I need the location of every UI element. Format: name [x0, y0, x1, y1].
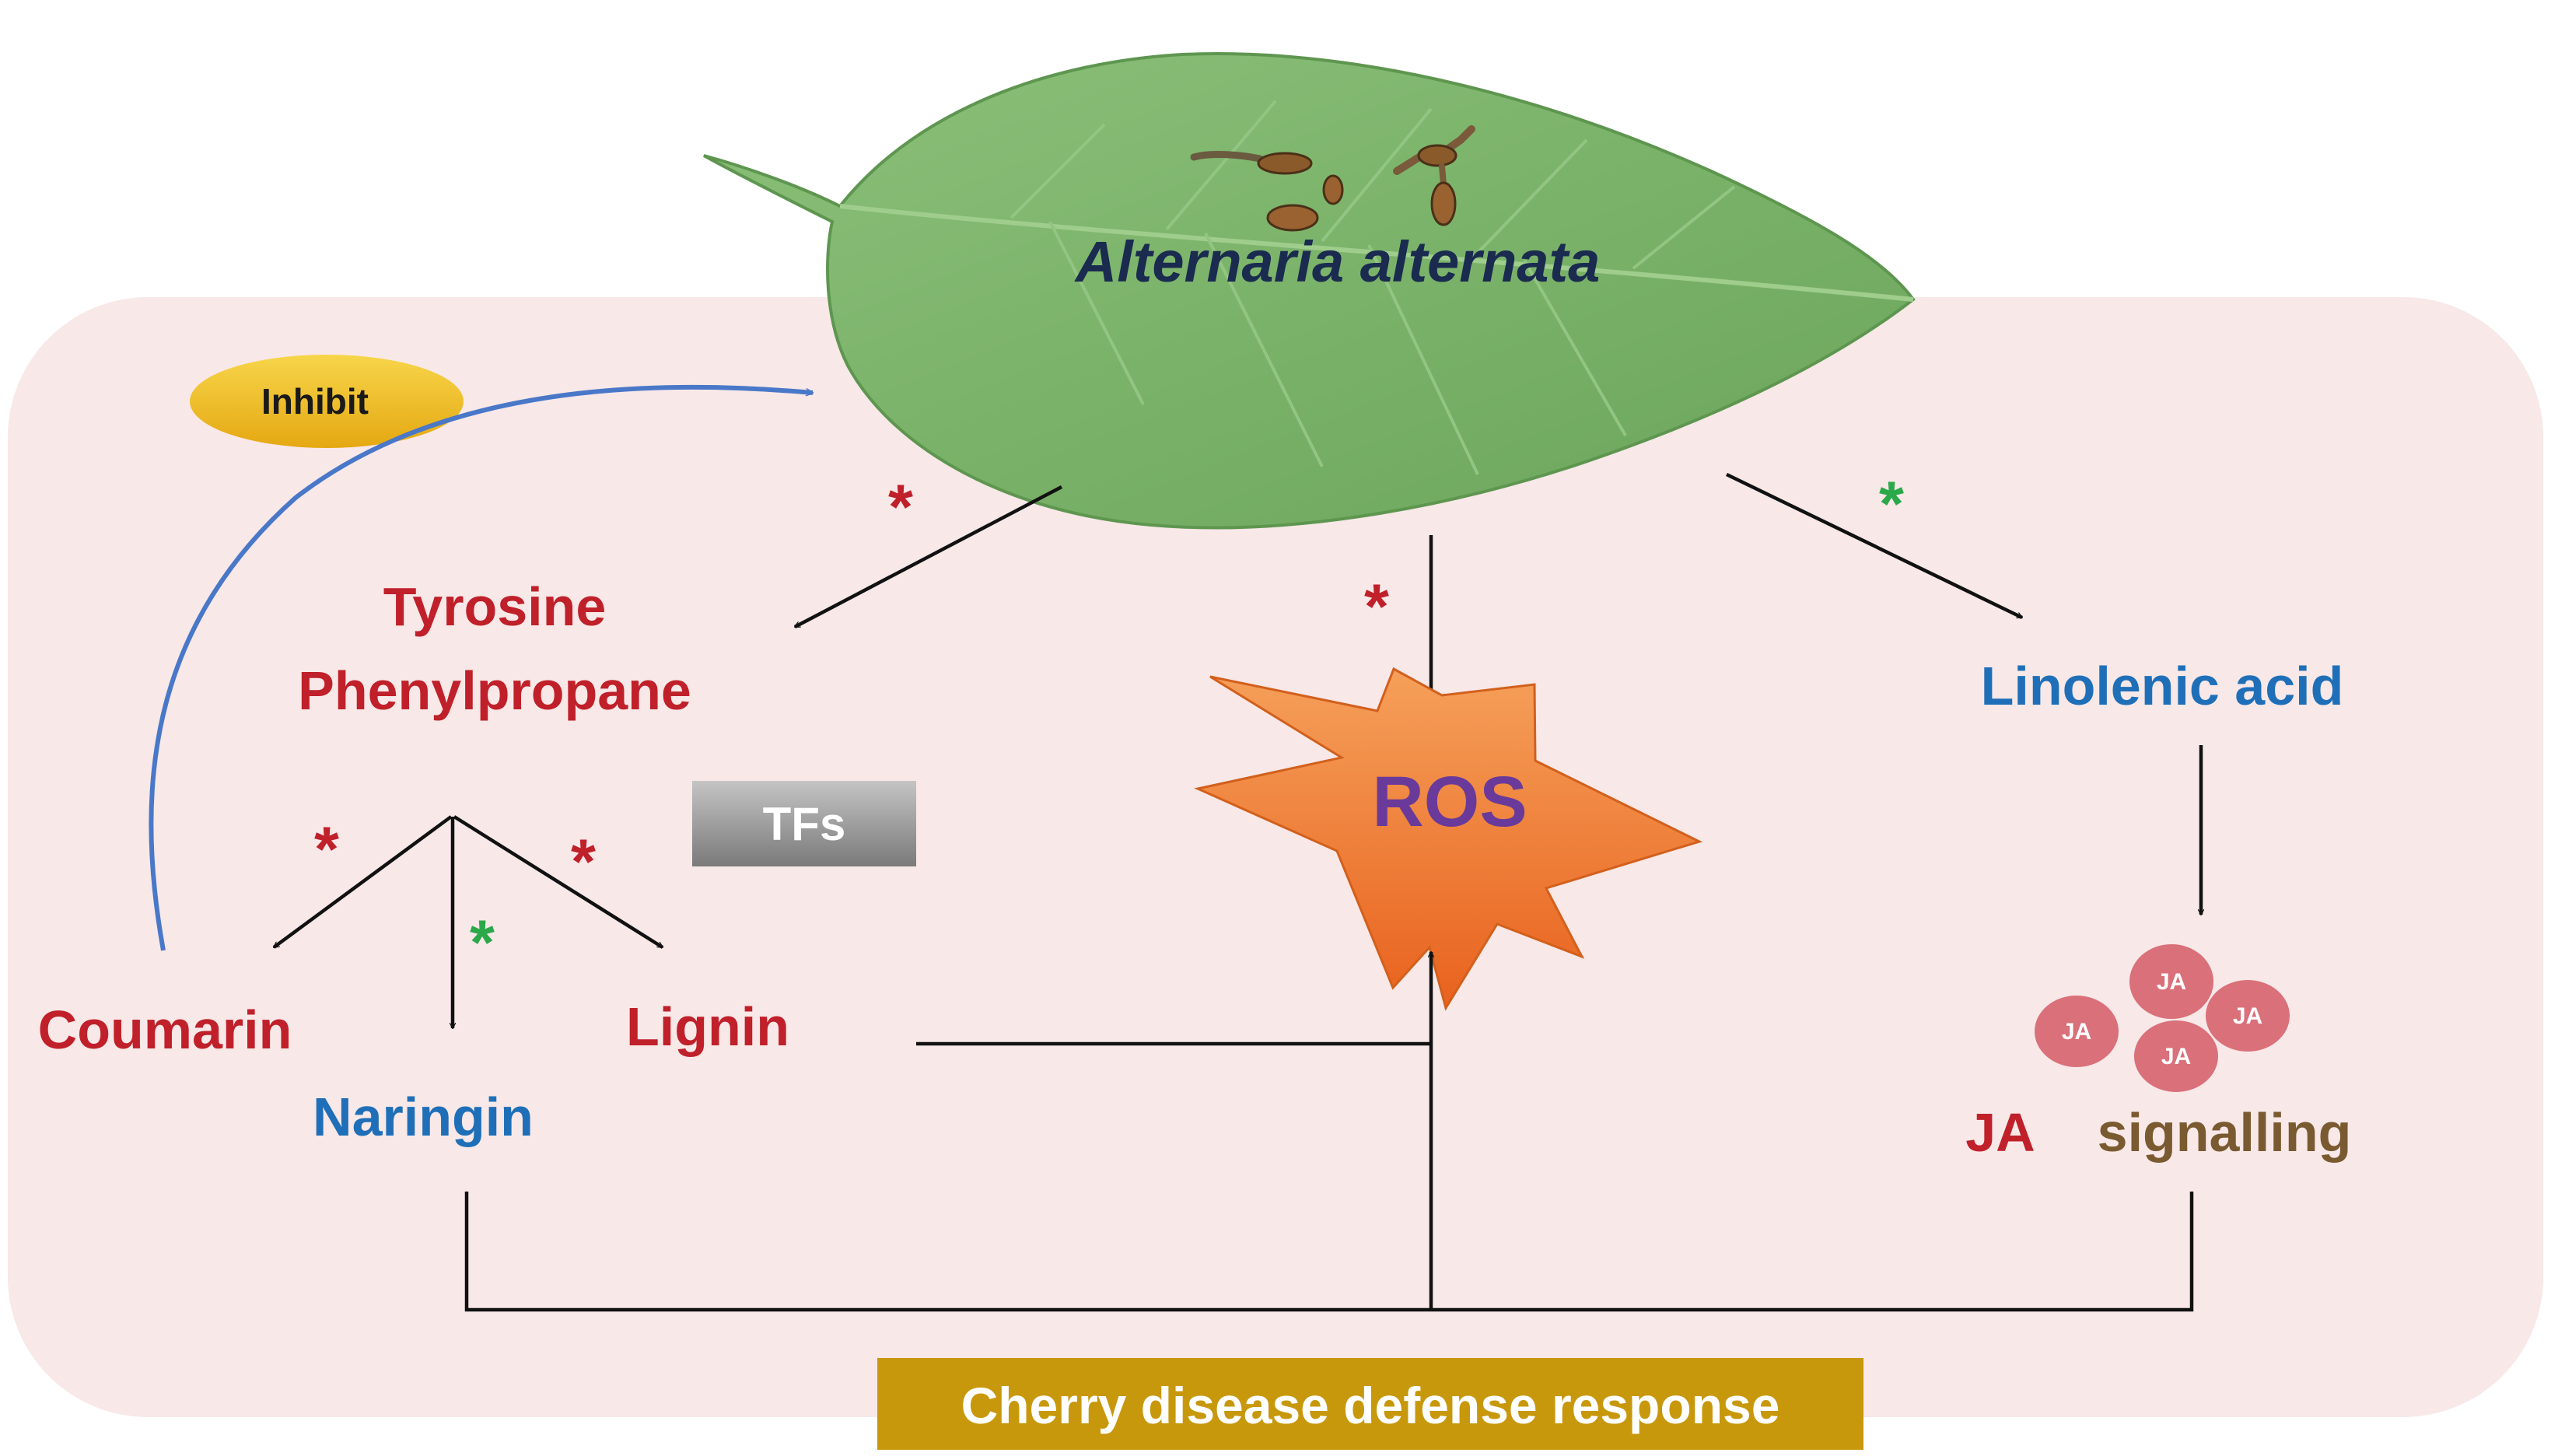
asterisk-red-lignin: *: [571, 827, 596, 898]
ja-bubble: [2134, 1020, 2218, 1092]
inhibit-label: Inhibit: [261, 381, 369, 422]
ja-bubble: [2206, 980, 2290, 1052]
ros-burst: [1194, 667, 1703, 1011]
signalling-label: signalling: [2098, 1102, 2352, 1163]
asterisk-red-ros: *: [1364, 572, 1389, 642]
asterisk-red-coumarin: *: [314, 814, 339, 885]
collector-line: [464, 1192, 2194, 1312]
ros-label: ROS: [1372, 762, 1527, 842]
leaf-illustration: [703, 52, 1916, 530]
footer-banner: [877, 1358, 1863, 1450]
asterisk-green-naringin: *: [470, 908, 495, 978]
tfs-box: [692, 781, 916, 866]
arrow-to-lignin: [453, 815, 663, 949]
organism-label: Alternaria alternata: [1074, 229, 1601, 294]
ja-label: JA: [1965, 1102, 2035, 1163]
linolenic-acid-label: Linolenic acid: [1981, 656, 2344, 716]
arrow-to-coumarin: [274, 815, 453, 949]
ja-bubble-label: JA: [2157, 969, 2186, 995]
coumarin-label: Coumarin: [38, 999, 292, 1060]
ja-bubble-label: JA: [2233, 1003, 2262, 1029]
pathway-panel: [8, 297, 2543, 1417]
asterisk-red-tyrosine: *: [888, 472, 913, 543]
ja-bubble-label: JA: [2161, 1044, 2191, 1069]
ja-bubble-label: JA: [2062, 1019, 2091, 1045]
tfs-label: TFs: [763, 798, 846, 850]
asterisk-green-linolenic: *: [1879, 469, 1904, 540]
arrow-leaf-to-tyrosine: [795, 485, 1063, 628]
inhibit-badge: [190, 355, 464, 448]
naringin-label: Naringin: [313, 1087, 534, 1147]
arrow-leaf-to-linolenic: [1726, 472, 2022, 620]
lignin-label: Lignin: [626, 996, 789, 1057]
fungal-spores-icon: [1190, 125, 1475, 232]
ja-bubble: [2035, 996, 2119, 1067]
inhibit-arrow: [149, 384, 813, 951]
footer-label: Cherry disease defense response: [961, 1377, 1780, 1434]
phenylpropane-label: Phenylpropane: [298, 660, 691, 721]
ja-bubble: [2129, 944, 2213, 1019]
tyrosine-label: Tyrosine: [383, 576, 607, 637]
